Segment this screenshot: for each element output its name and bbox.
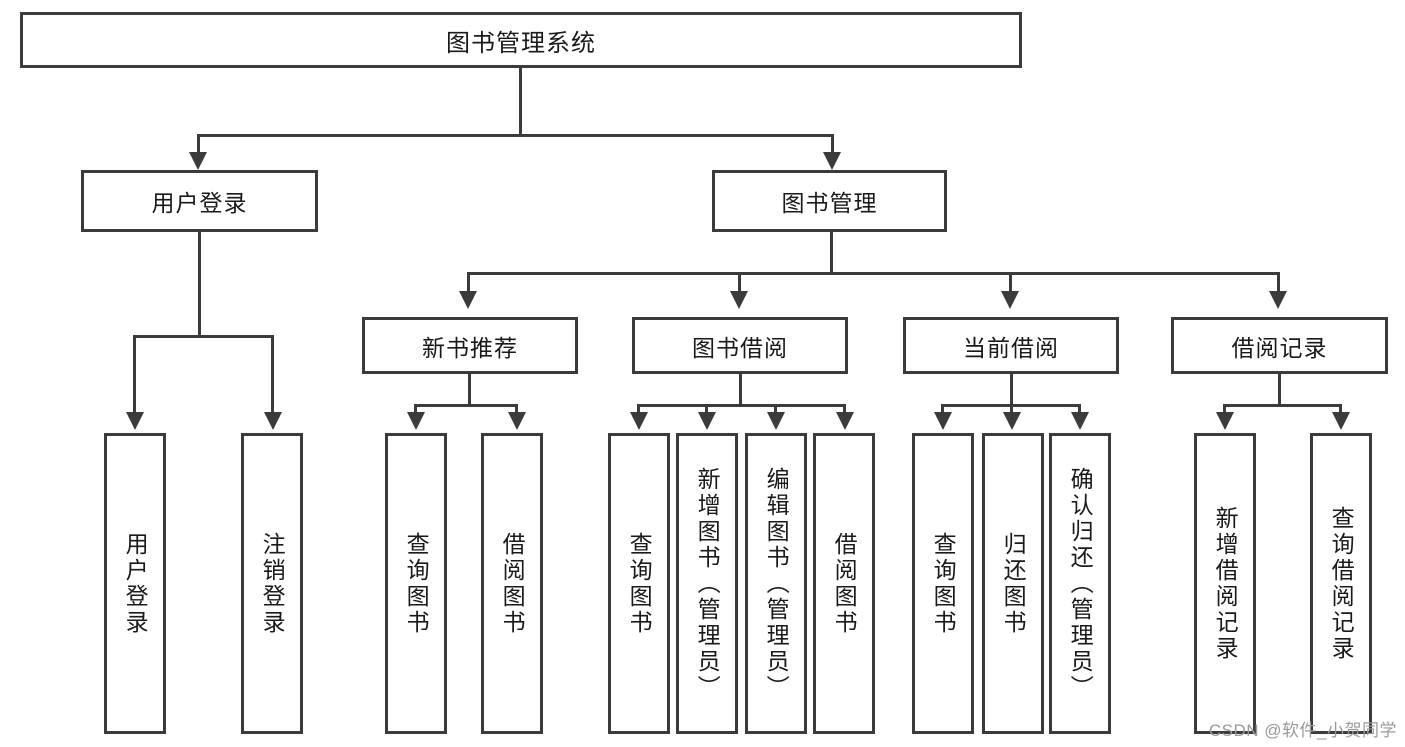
arrowhead-leaf-borrow-book-a [508,412,526,430]
node-label: 归还图书 [1000,531,1027,636]
edge-book-borrow-drop-1 [637,404,640,415]
arrowhead-leaf-confirm-return [1071,412,1089,430]
arrowhead-leaf-logout [264,412,282,430]
node-label: 图书管理系统 [446,29,596,57]
leaf-query-borrow-record[interactable]: 查询借阅记录 [1310,433,1372,734]
edge-book-borrow-bus [637,404,846,407]
node-label: 新增图书（管理员） [694,466,721,701]
node-book-borrow[interactable]: 图书借阅 [632,317,848,374]
arrowhead-leaf-add-record [1216,412,1234,430]
edge-borrow-record-bus [1223,404,1342,407]
edge-current-borrow-stem [1010,374,1013,407]
edge-level1-drop-user [197,134,200,156]
node-label: 查询图书 [403,531,430,636]
node-label: 注销登录 [259,531,286,636]
node-label: 确认归还（管理员） [1067,466,1094,701]
edge-user-login-drop-1 [133,335,136,415]
edge-level2-drop-4 [1277,272,1280,294]
leaf-borrow-book[interactable]: 借阅图书 [813,433,875,734]
leaf-logout[interactable]: 注销登录 [241,433,303,734]
csdn-watermark: CSDN @软件_小贺同学 [1208,721,1397,740]
arrowhead-current-borrow [1001,291,1019,309]
leaf-borrow-book-recommend[interactable]: 借阅图书 [481,433,543,734]
node-label: 借阅记录 [1231,334,1328,361]
arrowhead-leaf-return-book [1003,412,1021,430]
arrowhead-new-book-recommend [459,291,477,309]
edge-new-book-bus [414,404,518,407]
node-label: 查询借阅记录 [1328,505,1355,662]
node-new-book-recommend[interactable]: 新书推荐 [362,317,578,374]
node-label: 图书管理 [781,190,878,216]
arrowhead-user-login [189,152,207,170]
edge-new-book-drop-1 [414,404,417,415]
leaf-confirm-return-admin[interactable]: 确认归还（管理员） [1049,433,1111,734]
arrowhead-leaf-query-record [1332,412,1350,430]
node-label: 编辑图书（管理员） [763,466,790,701]
edge-book-borrow-drop-4 [843,404,846,415]
edge-current-borrow-drop-1 [941,404,944,415]
arrowhead-leaf-borrow-book-b [836,412,854,430]
edge-current-borrow-drop-3 [1078,404,1081,415]
node-book-management[interactable]: 图书管理 [712,170,947,232]
leaf-query-book-current[interactable]: 查询图书 [912,433,974,734]
arrowhead-leaf-add-book [698,412,716,430]
edge-borrow-record-drop-2 [1339,404,1342,415]
node-label: 借阅图书 [831,531,858,636]
edge-user-login-bus [133,335,274,338]
arrowhead-leaf-query-book-c [934,412,952,430]
edge-level1-drop-book [831,134,834,156]
edge-root-stem [519,68,522,136]
leaf-add-book-admin[interactable]: 新增图书（管理员） [676,433,738,734]
leaf-edit-book-admin[interactable]: 编辑图书（管理员） [745,433,807,734]
leaf-return-book[interactable]: 归还图书 [982,433,1044,734]
leaf-add-borrow-record[interactable]: 新增借阅记录 [1194,433,1256,734]
edge-current-borrow-drop-2 [1010,404,1013,415]
arrowhead-borrow-record [1269,291,1287,309]
edge-level2-drop-2 [738,272,741,294]
node-label: 用户登录 [122,531,149,636]
edge-level2-drop-1 [467,272,470,294]
arrowhead-book-management [823,152,841,170]
leaf-user-login[interactable]: 用户登录 [104,433,166,734]
node-borrow-record[interactable]: 借阅记录 [1171,317,1388,374]
node-label: 新书推荐 [422,334,518,361]
edge-book-management-stem [830,232,833,274]
node-current-borrow[interactable]: 当前借阅 [903,317,1119,374]
edge-level2-drop-3 [1009,272,1012,294]
node-label: 当前借阅 [963,334,1059,361]
edge-new-book-drop-2 [515,404,518,415]
edge-book-borrow-drop-3 [774,404,777,415]
node-label: 用户登录 [151,190,248,216]
edge-borrow-record-stem [1278,374,1281,407]
arrowhead-leaf-query-book-a [407,412,425,430]
node-label: 图书借阅 [692,334,788,361]
node-label: 查询图书 [626,531,653,636]
node-root-book-management-system[interactable]: 图书管理系统 [20,12,1022,68]
arrowhead-leaf-user-login [126,412,144,430]
node-label: 借阅图书 [499,531,526,636]
edge-book-borrow-drop-2 [705,404,708,415]
arrowhead-leaf-query-book-b [630,412,648,430]
arrowhead-leaf-edit-book [767,412,785,430]
arrowhead-book-borrow [730,291,748,309]
node-label: 查询图书 [930,531,957,636]
edge-level1-bus [197,134,834,137]
leaf-query-book-borrow[interactable]: 查询图书 [608,433,670,734]
leaf-query-book-recommend[interactable]: 查询图书 [385,433,447,734]
node-user-login[interactable]: 用户登录 [81,170,318,232]
edge-book-borrow-stem [739,374,742,407]
edge-level2-bus [467,272,1278,275]
edge-user-login-drop-2 [271,335,274,415]
edge-new-book-stem [468,374,471,407]
edge-borrow-record-drop-1 [1223,404,1226,415]
node-label: 新增借阅记录 [1212,505,1239,662]
edge-user-login-stem [198,232,201,337]
